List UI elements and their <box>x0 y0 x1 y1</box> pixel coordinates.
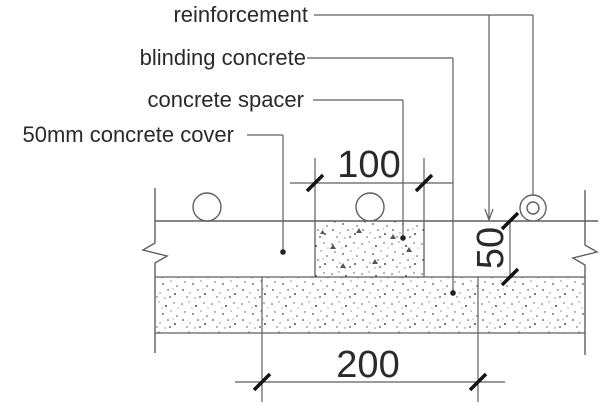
dim-tick-icon <box>500 211 520 231</box>
leader-dot-icon <box>280 249 286 255</box>
dimension-50-text: 50 <box>470 227 512 269</box>
leader-dot-icon <box>450 290 456 296</box>
leader-blinding-concrete <box>307 57 456 296</box>
dimension-200: 200 <box>235 277 505 402</box>
arrow-down-icon <box>484 208 494 222</box>
concrete-spacer-block <box>314 221 425 277</box>
dimension-100-text: 100 <box>337 144 400 186</box>
blinding-concrete-strip <box>155 276 585 334</box>
callout-blinding-concrete: blinding concrete <box>140 45 306 70</box>
leader-concrete-spacer <box>313 99 406 241</box>
rebar-circle-right-double <box>519 194 547 222</box>
aggregate-triangles <box>320 228 412 268</box>
leader-concrete-cover <box>247 134 286 255</box>
dim-tick-icon <box>500 267 520 287</box>
callout-concrete-spacer: concrete spacer <box>147 87 304 112</box>
right-break-edge <box>571 190 599 355</box>
dimension-200-text: 200 <box>336 344 399 386</box>
dim-tick-icon <box>305 173 325 193</box>
dimension-100: 100 <box>290 144 453 221</box>
rebar-circle-middle <box>355 192 385 222</box>
callout-concrete-cover: 50mm concrete cover <box>22 122 234 147</box>
rebar-circle-left <box>192 192 222 222</box>
dim-tick-icon <box>468 372 488 392</box>
dim-tick-icon <box>414 173 434 193</box>
dim-tick-icon <box>252 372 272 392</box>
leader-reinforcement <box>314 14 534 222</box>
leader-dot-icon <box>400 235 406 241</box>
left-break-edge <box>141 188 169 353</box>
callout-reinforcement: reinforcement <box>173 2 308 27</box>
dimension-50: 50 <box>470 211 520 287</box>
